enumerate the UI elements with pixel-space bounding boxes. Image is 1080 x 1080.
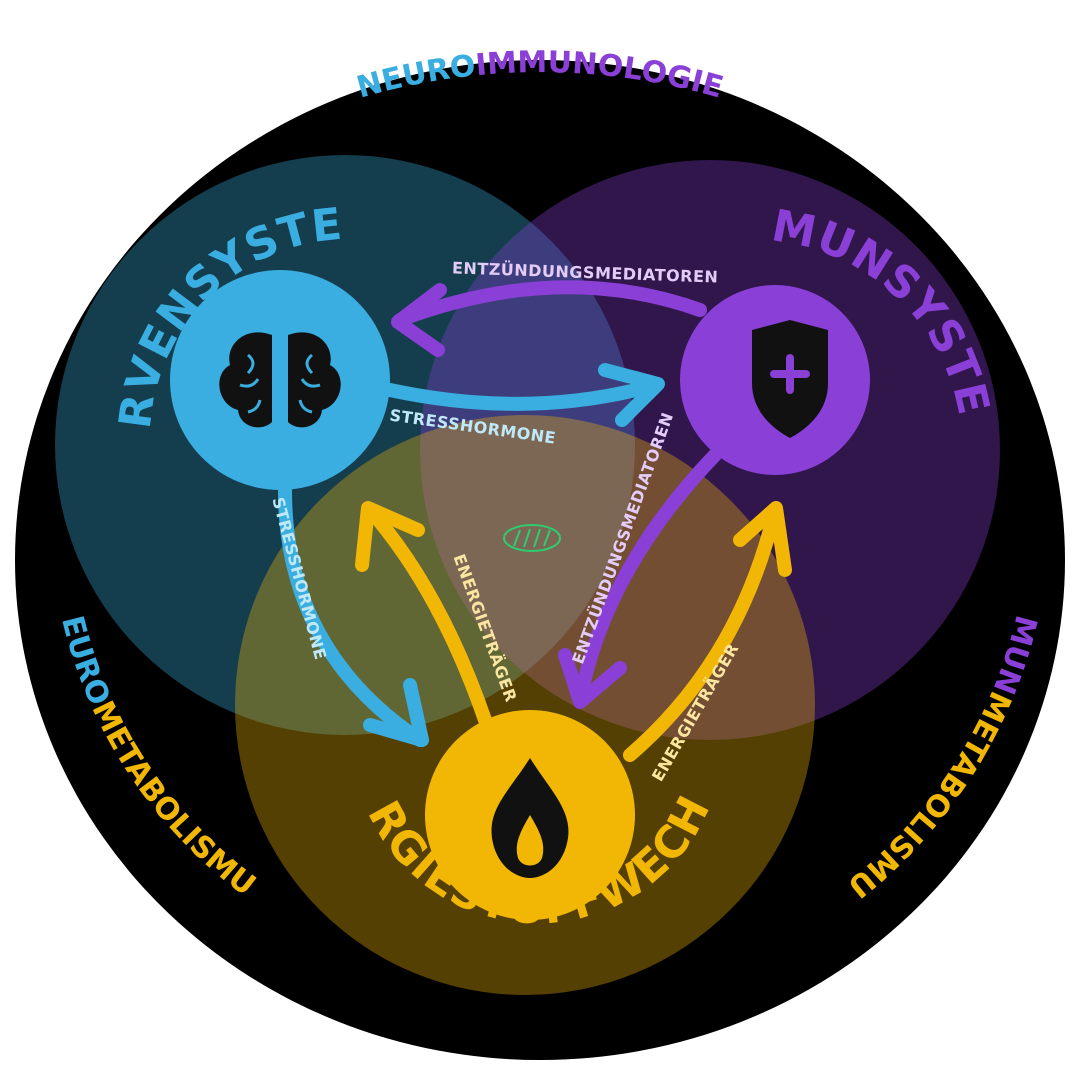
arrow-energie-immun [623,503,782,762]
arrowhead-nerv-bottom [355,501,425,572]
bacteria-icon [503,524,561,552]
arrow-nerv-to-immun [383,378,662,411]
arrowhead-energie-left [363,678,429,747]
arrowhead-energie-right [558,648,627,709]
arrow-immun-to-nerv [393,280,707,327]
arrowhead-immun-bottom [733,501,792,577]
arrowhead-nerv [391,283,447,357]
arrow-energie-nerv [363,503,492,727]
venn-circle-immun [420,160,1000,740]
arrow-immun-to-energie [573,448,722,707]
venn-circle-energie [235,415,815,995]
arrowhead-immun [598,363,665,427]
flame-icon [491,758,569,878]
arrow-nerv-to-energie [278,483,427,747]
shield-plus-icon [752,320,828,438]
brain-icon [219,332,341,428]
